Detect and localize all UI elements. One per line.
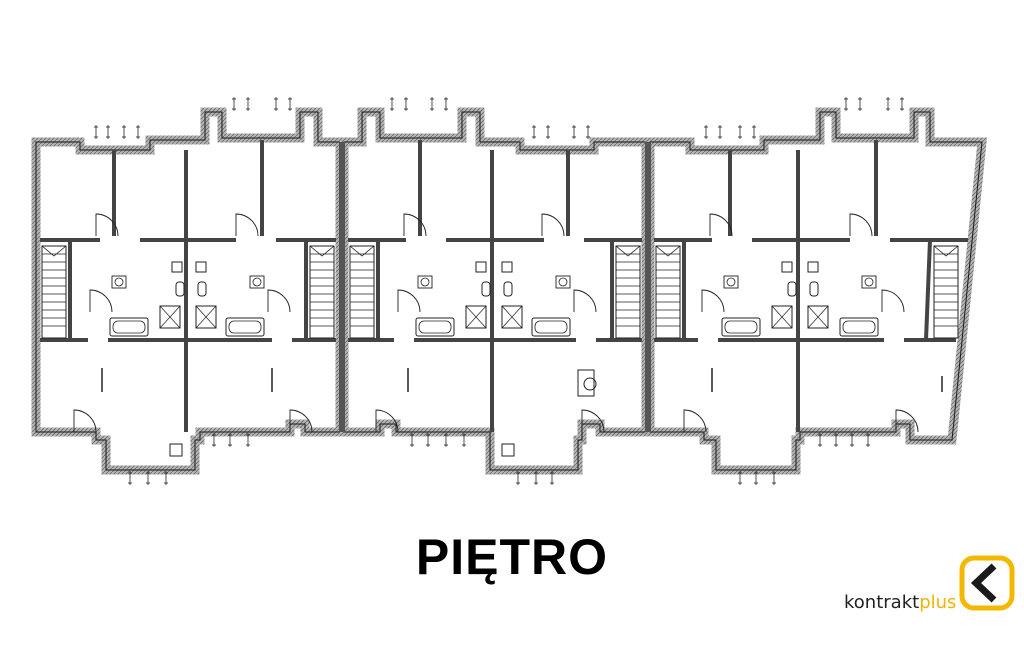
party-wall-1 (339, 142, 345, 432)
company-logo: kontraktplus (840, 548, 1020, 618)
unit-1 (31, 96, 345, 486)
logo-name-main: kontrakt (844, 592, 920, 613)
chevron-left-in-square-icon (959, 555, 1015, 611)
unit-2-outer-wall (339, 107, 651, 475)
floor-plan (31, 96, 987, 486)
unit-3 (645, 96, 987, 486)
logo-wordmark: kontraktplus (844, 592, 956, 613)
logo-name-accent: plus (919, 592, 957, 613)
floor-title: PIĘTRO (415, 529, 609, 585)
unit-2 (339, 96, 651, 486)
party-wall-2 (645, 142, 651, 432)
